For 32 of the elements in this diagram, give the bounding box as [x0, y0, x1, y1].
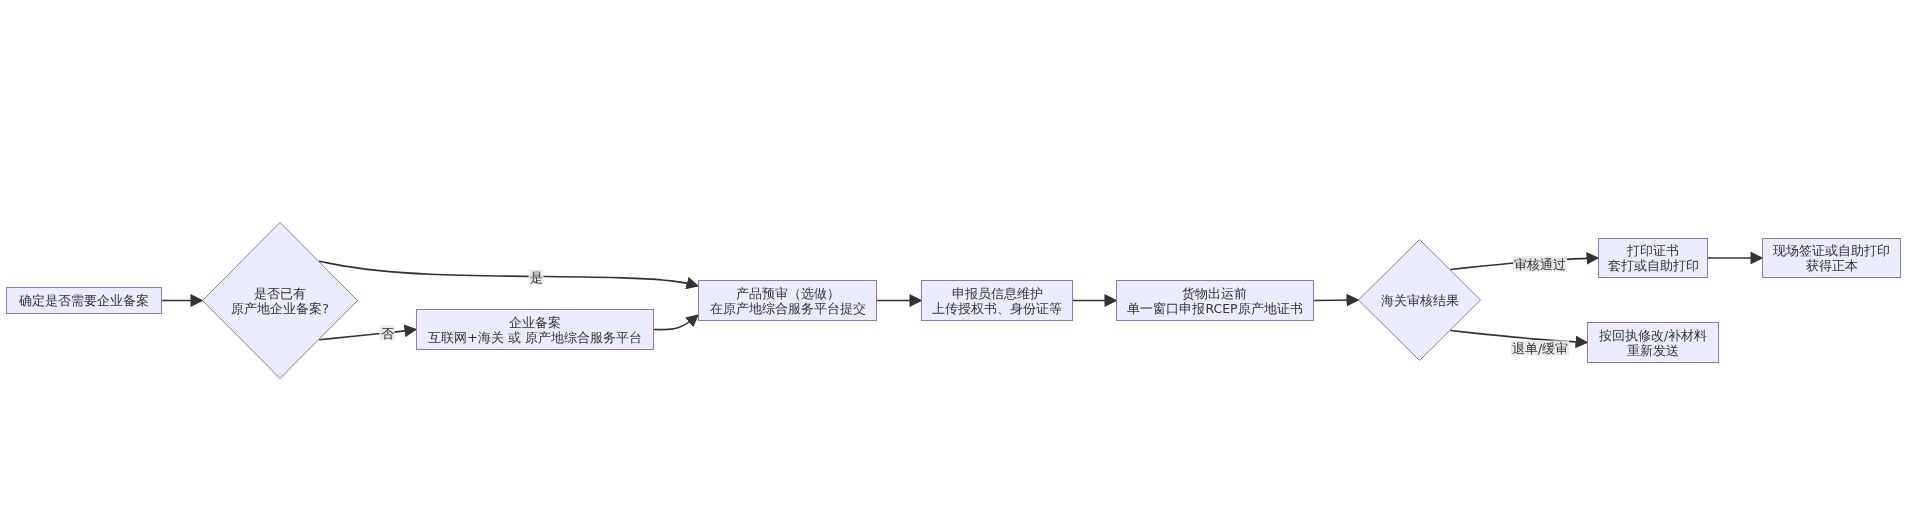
- decision-diamond: [202, 222, 358, 379]
- process-box: [921, 280, 1073, 321]
- node-label: 是否已有原产地企业备案?: [231, 285, 329, 316]
- process-box: [1762, 238, 1901, 278]
- process-box: [6, 287, 162, 314]
- arrow: [1707, 251, 1764, 265]
- arrow: [318, 324, 418, 341]
- node-label: 企业备案互联网+海关 或 原产地综合服务平台: [428, 314, 642, 345]
- arrow: [318, 260, 700, 290]
- node-label: 产品预审（选做）在原产地综合服务平台提交: [709, 285, 866, 316]
- process-box: [698, 280, 877, 321]
- process-box: [1587, 322, 1719, 363]
- process-box: [1116, 280, 1314, 321]
- arrow: [1072, 294, 1118, 307]
- arrow: [876, 294, 923, 307]
- node-label: 确定是否需要企业备案: [19, 293, 149, 308]
- node-label: 按回执修改/补材料重新发送: [1598, 327, 1708, 358]
- node-label: 打印证书套打或自助打印: [1607, 243, 1699, 273]
- arrow: [161, 294, 204, 307]
- edge-label: 否: [379, 325, 395, 341]
- node-label: 申报员信息维护上传授权书、身份证等: [932, 285, 1062, 316]
- node-label: 海关审核结果: [1380, 292, 1459, 308]
- process-box: [1598, 238, 1708, 278]
- process-box: [416, 309, 654, 350]
- node-label: 现场签证或自助打印获得正本: [1773, 243, 1890, 273]
- edge-label: 审核通过: [1513, 256, 1567, 272]
- edge-label: 是: [528, 269, 544, 285]
- decision-diamond: [1358, 239, 1481, 361]
- edge-label: 退单/缓审: [1510, 340, 1570, 356]
- node-label: 货物出运前单一窗口申报RCEP原产地证书: [1127, 285, 1303, 316]
- arrow: [1313, 293, 1360, 307]
- arrow: [653, 314, 699, 331]
